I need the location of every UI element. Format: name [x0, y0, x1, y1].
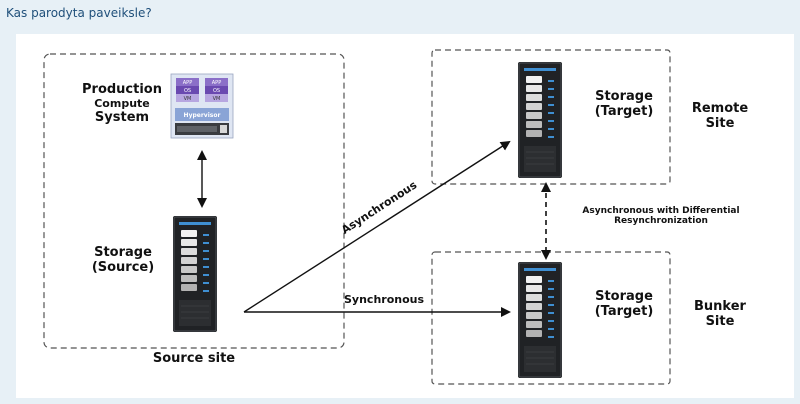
async-link — [243, 140, 511, 313]
bunker-site-line2: Site — [705, 313, 735, 329]
remote-site-label: Remote Site — [680, 101, 760, 132]
remote-site-line2: Site — [705, 115, 735, 131]
production-line1: Production — [82, 82, 162, 97]
remote-site-box — [431, 49, 671, 185]
source-storage-line2: (Source) — [91, 259, 155, 275]
hypervisor-label: Hypervisor — [184, 112, 221, 119]
remote-storage-icon — [517, 61, 563, 179]
vm2-os: OS — [213, 88, 220, 94]
remote-storage-line1: Storage — [595, 89, 653, 104]
bunker-storage-label: Storage (Target) — [586, 289, 662, 320]
diagram-canvas: APP OS VM APP OS VM Hypervisor — [43, 49, 671, 385]
source-site-label: Source site — [152, 351, 236, 366]
replication-diagram: APP OS VM APP OS VM Hypervisor Productio… — [16, 34, 794, 398]
vm1-app: APP — [183, 80, 192, 86]
vm1-os: OS — [184, 88, 191, 94]
vm2-app: APP — [212, 80, 221, 86]
bunker-site-label: Bunker Site — [680, 299, 760, 330]
sync-link-label: Synchronous — [344, 293, 425, 306]
production-line2: Compute — [94, 96, 150, 110]
compute-system-icon — [170, 73, 234, 139]
source-storage-icon — [172, 215, 218, 333]
remote-storage-line2: (Target) — [594, 103, 654, 119]
vm2-vm: VM — [213, 96, 221, 102]
bunker-storage-line1: Storage — [595, 289, 653, 304]
bunker-storage-line2: (Target) — [594, 303, 654, 319]
remote-storage-label: Storage (Target) — [586, 89, 662, 120]
bunker-storage-icon — [517, 261, 563, 379]
vm1-vm: VM — [184, 96, 192, 102]
diff-resync-label: Asynchronous with Differential Resynchro… — [556, 206, 766, 227]
bunker-site-box — [431, 251, 671, 385]
bunker-site-line1: Bunker — [694, 299, 746, 314]
source-site-box — [43, 53, 345, 349]
source-storage-label: Storage (Source) — [86, 245, 160, 276]
diff-resync-line1: Asynchronous with Differential — [582, 206, 740, 216]
remote-site-line1: Remote — [691, 101, 749, 116]
production-label: Production Compute System — [76, 82, 168, 126]
source-storage-line1: Storage — [94, 245, 152, 260]
diff-resync-line2: Resynchronization — [614, 216, 708, 227]
production-line3: System — [94, 109, 150, 125]
question-text: Kas parodyta paveiksle? — [6, 6, 152, 20]
